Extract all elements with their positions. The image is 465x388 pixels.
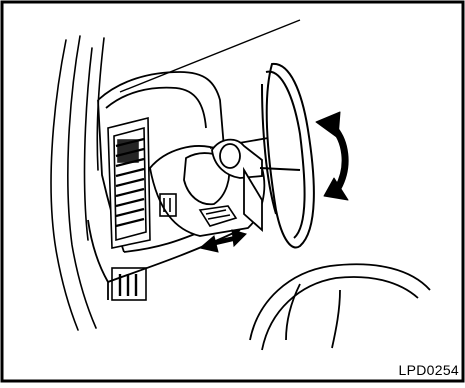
figure-caption: LPD0254 <box>399 362 459 378</box>
air-vent <box>108 118 150 248</box>
